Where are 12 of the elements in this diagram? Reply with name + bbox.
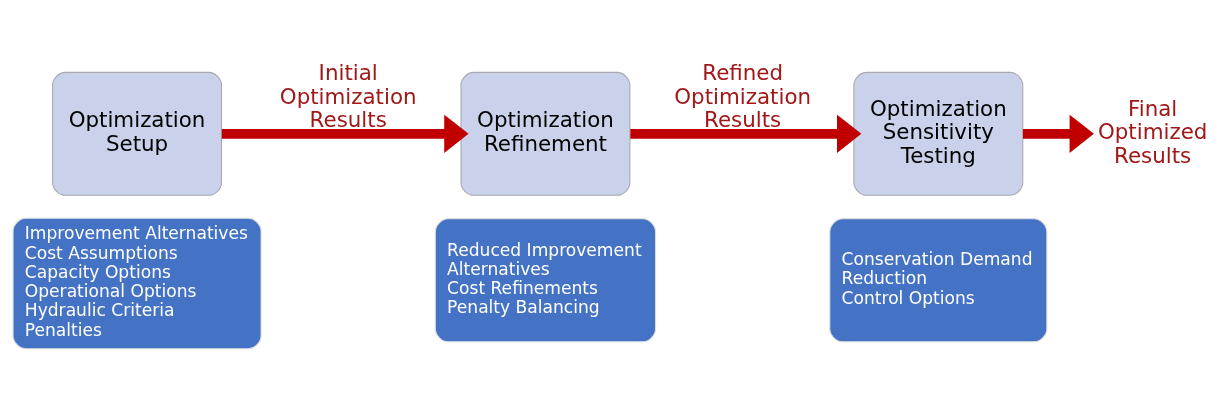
- node-box: Improvement Alternatives Cost Assumptions Capacity Options Operational Options Hydraulic Criteria Penalties: [12, 217, 262, 350]
- node-box: Optimization Sensitivity Testing: [853, 71, 1024, 196]
- edge-label: Initial Optimization Results: [279, 60, 417, 133]
- node-box: Optimization Refinement: [460, 71, 631, 196]
- arrow: [630, 114, 862, 153]
- node-box: Optimization Setup: [52, 71, 223, 196]
- node-box: Reduced Improvement Alternatives Cost Refinements Penalty Balancing: [434, 218, 657, 343]
- arrow: [1022, 114, 1094, 153]
- edge-label: Refined Optimization Results: [674, 60, 812, 133]
- arrow: [221, 114, 469, 153]
- node-box: Conservation Demand Reduction Control Options: [829, 218, 1048, 343]
- node-text: Final Optimized Results: [1097, 95, 1208, 168]
